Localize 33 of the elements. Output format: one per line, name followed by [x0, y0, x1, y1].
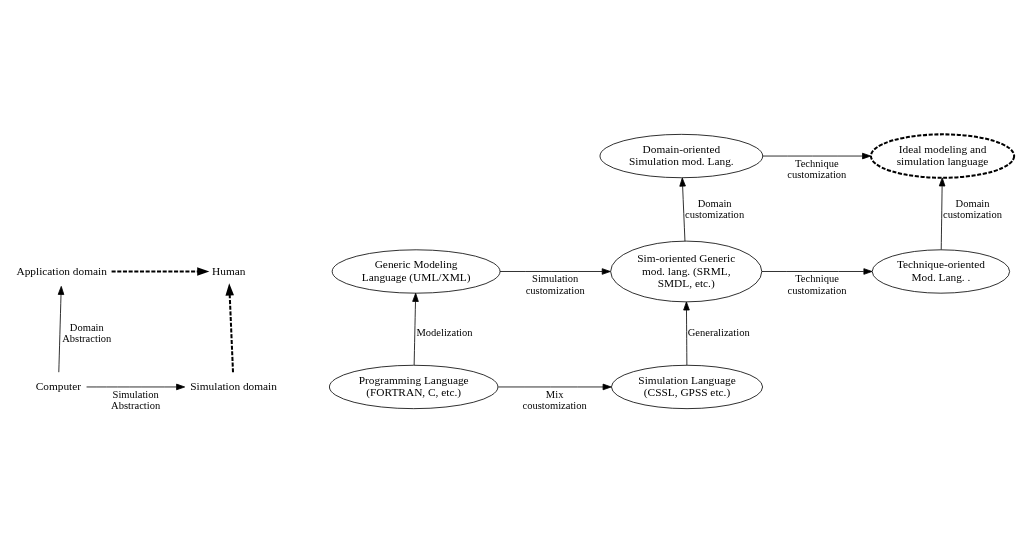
edge-label: Domain Abstraction [62, 321, 112, 344]
node-ellipse: Generic Modeling Language (UML/XML) [331, 248, 501, 294]
node-text: Computer [35, 379, 82, 392]
edge-label: Domain customization [685, 197, 745, 220]
edge-label: Mix coustomization [522, 388, 587, 411]
arrow [86, 383, 186, 390]
edge-label: Technique customization [787, 272, 847, 296]
edge-label: Domain customization [943, 197, 1003, 220]
node-text: Application domain [16, 264, 107, 276]
node-ellipse: Technique-oriented Mod. Lang. . [871, 248, 1011, 294]
edge-label: Modelization [416, 326, 473, 338]
node-text: Simulation domain [190, 379, 277, 392]
arrow [938, 176, 946, 250]
node-ellipse: Programming Language (FORTRAN, C, etc.) [329, 364, 499, 409]
node-ellipse: Simulation Language (CSSL, GPSS etc.) [611, 364, 763, 409]
node-text: Human [212, 264, 246, 276]
arrow [225, 282, 235, 372]
edge-label: Generalization [687, 326, 750, 338]
arrow [683, 301, 690, 365]
edge-label: Simulation customization [525, 272, 585, 296]
edge-label: Technique customization [787, 157, 847, 180]
arrow [499, 267, 611, 275]
arrow [762, 152, 872, 159]
arrow [412, 292, 419, 365]
arrow [57, 285, 65, 373]
node-ellipse: Domain-oriented Simulation mod. Lang. [599, 133, 764, 178]
arrow [761, 267, 873, 275]
arrow [497, 383, 612, 390]
node-ellipse: Sim-oriented Generic mod. lang. (SRML, SMDL, etc.) [610, 240, 763, 302]
arrow [111, 266, 210, 276]
arrow [679, 177, 686, 241]
edge-label: Simulation Abstraction [111, 388, 161, 411]
node-ellipse: Ideal modeling and simulation language [869, 132, 1016, 179]
